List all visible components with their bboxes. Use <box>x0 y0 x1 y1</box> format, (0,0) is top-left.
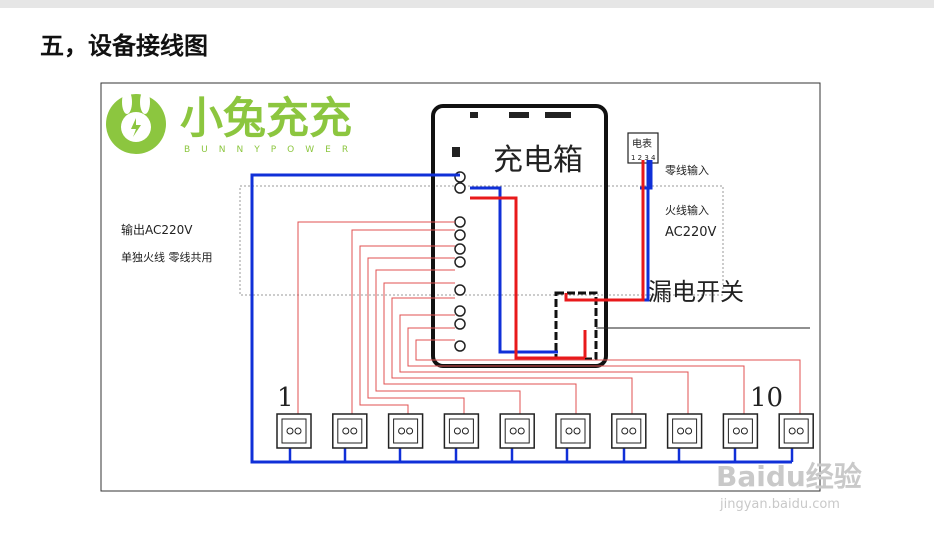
socket-2 <box>332 413 368 449</box>
socket-last-label: 10 <box>750 383 783 413</box>
socket-6 <box>555 413 591 449</box>
socket-7 <box>611 413 647 449</box>
breaker-label: 漏电开关 <box>648 278 744 306</box>
socket-1 <box>276 413 312 449</box>
diagram-frame <box>100 82 821 492</box>
socket-8 <box>666 413 703 449</box>
live-wires <box>470 160 645 360</box>
output-region-dotted <box>239 185 724 296</box>
box-connectors <box>452 112 571 157</box>
logo-en-text: BUNNYPOWER <box>184 145 359 155</box>
sockets <box>276 413 814 449</box>
watermark-url: jingyan.baidu.com <box>719 497 840 512</box>
socket-10 <box>778 413 814 449</box>
live-in-label: 火线输入 <box>665 203 709 217</box>
page-title: 五，设备接线图 <box>40 32 208 60</box>
output-wires <box>297 221 801 425</box>
meter-label: 电表 <box>632 137 652 150</box>
output-note: 单独火线 零线共用 <box>121 250 213 264</box>
breaker-box <box>554 291 598 361</box>
socket-5 <box>499 413 535 449</box>
output-label: 输出AC220V <box>121 222 193 237</box>
watermark: Baidu经验 jingyan.baidu.com <box>716 460 862 512</box>
box-title: 充电箱 <box>493 143 583 178</box>
brand-logo: 小兔充充 BUNNYPOWER <box>102 84 392 156</box>
top-bar <box>0 0 934 8</box>
socket-first-label: 1 <box>277 383 294 413</box>
box-terminals <box>454 171 466 352</box>
socket-9 <box>722 413 759 449</box>
logo-cn-text: 小兔充充 <box>180 94 352 144</box>
neutral-in-label: 零线输入 <box>665 163 709 177</box>
watermark-brand: Baidu经验 <box>716 460 862 493</box>
meter-pins: 1 2 3 4 <box>631 154 656 162</box>
socket-3 <box>387 413 424 449</box>
ac-in-label: AC220V <box>665 225 717 240</box>
socket-4 <box>443 413 480 449</box>
